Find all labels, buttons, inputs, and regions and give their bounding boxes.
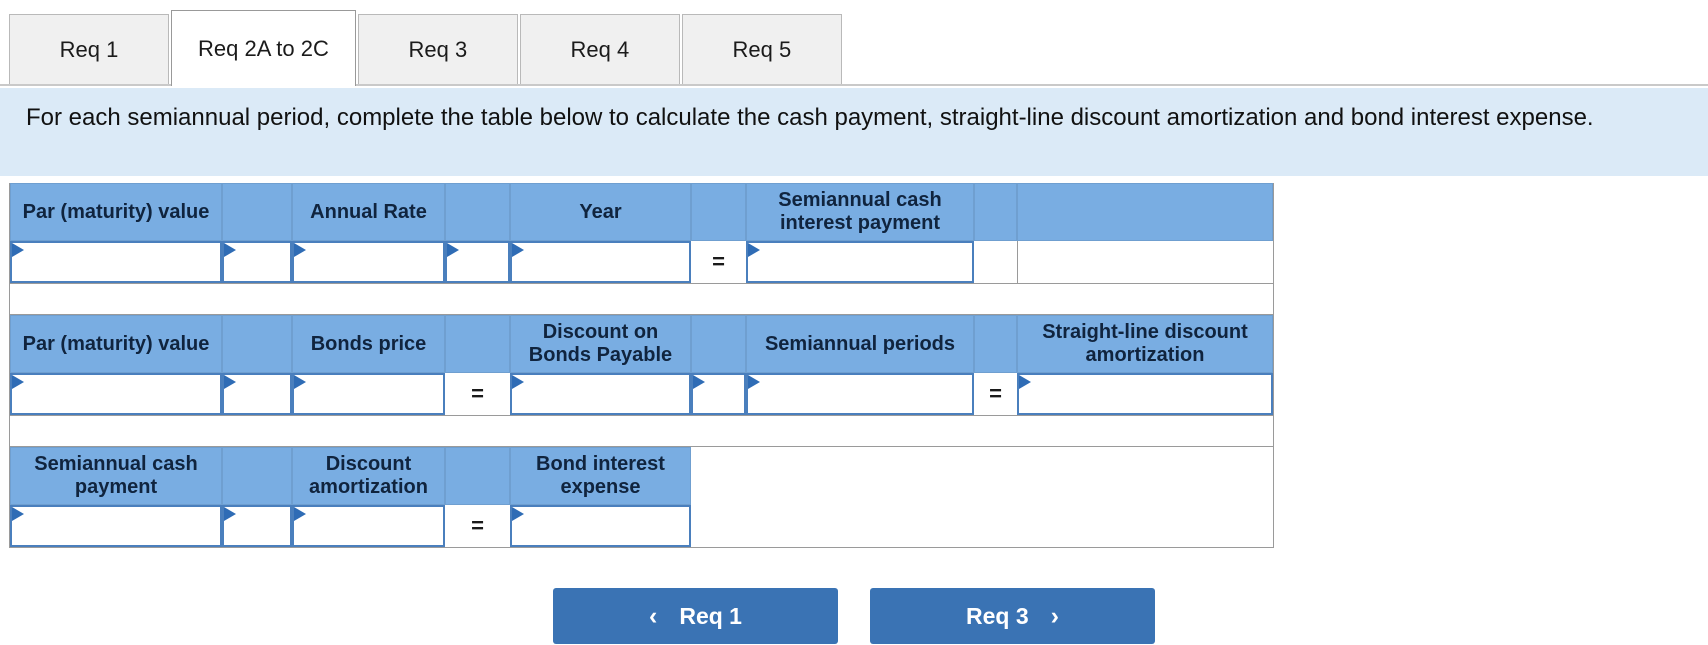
table1-input-row: = bbox=[10, 241, 1273, 283]
tab-req-1[interactable]: Req 1 bbox=[9, 14, 169, 84]
next-button-label: Req 3 bbox=[966, 602, 1029, 629]
input-par-maturity-value-2[interactable] bbox=[10, 373, 222, 415]
header-discount-on-bonds-payable: Discount on Bonds Payable bbox=[510, 315, 691, 373]
input-operator-4[interactable] bbox=[691, 373, 746, 415]
input-straight-line-discount-amortization[interactable] bbox=[1017, 373, 1273, 415]
equals-sign-4: = bbox=[445, 505, 510, 547]
tab-label: Req 3 bbox=[408, 36, 468, 62]
header-par-maturity-value: Par (maturity) value bbox=[10, 183, 222, 241]
input-annual-rate[interactable] bbox=[292, 241, 445, 283]
table1-blank-cell-2 bbox=[1017, 241, 1273, 283]
instruction-banner: For each semiannual period, complete the… bbox=[0, 88, 1708, 176]
table3-header-row: Semiannual cash payment Discount amortiz… bbox=[10, 447, 1273, 505]
navigation-bar: ‹ Req 1 Req 3 › bbox=[0, 588, 1708, 644]
input-semiannual-cash-interest-payment[interactable] bbox=[746, 241, 974, 283]
input-bonds-price[interactable] bbox=[292, 373, 445, 415]
input-year[interactable] bbox=[510, 241, 691, 283]
header-spacer-5 bbox=[1017, 183, 1273, 241]
table1-blank-cell-1 bbox=[974, 241, 1017, 283]
input-operator-1[interactable] bbox=[222, 241, 292, 283]
input-discount-amortization[interactable] bbox=[292, 505, 445, 547]
header-year: Year bbox=[510, 183, 691, 241]
tab-req-2a-to-2c[interactable]: Req 2A to 2C bbox=[171, 10, 356, 86]
tab-label: Req 2A to 2C bbox=[198, 35, 329, 61]
tab-req-5[interactable]: Req 5 bbox=[681, 14, 842, 84]
header-spacer-2 bbox=[445, 183, 510, 241]
header-discount-amortization: Discount amortization bbox=[292, 447, 445, 505]
header-spacer-6 bbox=[222, 315, 292, 373]
equals-sign-2: = bbox=[445, 373, 510, 415]
tab-req-4[interactable]: Req 4 bbox=[519, 14, 680, 84]
header-annual-rate: Annual Rate bbox=[292, 183, 445, 241]
tab-label: Req 5 bbox=[732, 36, 792, 62]
input-bond-interest-expense[interactable] bbox=[510, 505, 691, 547]
table3-header-blank bbox=[691, 447, 1273, 505]
header-semiannual-cash-interest-payment: Semiannual cash interest payment bbox=[746, 183, 974, 241]
header-spacer-1 bbox=[222, 183, 292, 241]
table2-input-row: = = bbox=[10, 373, 1273, 415]
worksheet-tables: Par (maturity) value Annual Rate Year Se… bbox=[9, 183, 1274, 548]
header-bonds-price: Bonds price bbox=[292, 315, 445, 373]
tab-req-3[interactable]: Req 3 bbox=[357, 14, 518, 84]
tab-label: Req 1 bbox=[59, 36, 119, 62]
header-semiannual-cash-payment: Semiannual cash payment bbox=[10, 447, 222, 505]
input-semiannual-periods[interactable] bbox=[746, 373, 974, 415]
chevron-left-icon: ‹ bbox=[649, 601, 658, 630]
requirement-tabs: Req 1 Req 2A to 2C Req 3 Req 4 Req 5 bbox=[0, 8, 1708, 86]
table2-header-row: Par (maturity) value Bonds price Discoun… bbox=[10, 315, 1273, 373]
prev-button-label: Req 1 bbox=[679, 602, 742, 629]
header-spacer-9 bbox=[974, 315, 1017, 373]
table3-input-row: = bbox=[10, 505, 1273, 547]
instruction-text: For each semiannual period, complete the… bbox=[26, 104, 1594, 131]
equals-sign-1: = bbox=[691, 241, 746, 283]
input-par-maturity-value[interactable] bbox=[10, 241, 222, 283]
header-spacer-3 bbox=[691, 183, 746, 241]
header-straight-line-discount-amortization: Straight-line discount amortization bbox=[1017, 315, 1273, 373]
prev-requirement-button[interactable]: ‹ Req 1 bbox=[553, 588, 838, 644]
table2-table3-spacer bbox=[10, 415, 1273, 447]
table1-table2-spacer bbox=[10, 283, 1273, 315]
input-operator-5[interactable] bbox=[222, 505, 292, 547]
tab-label: Req 4 bbox=[570, 36, 630, 62]
header-bond-interest-expense: Bond interest expense bbox=[510, 447, 691, 505]
header-spacer-10 bbox=[222, 447, 292, 505]
header-semiannual-periods: Semiannual periods bbox=[746, 315, 974, 373]
input-operator-3[interactable] bbox=[222, 373, 292, 415]
header-spacer-4 bbox=[974, 183, 1017, 241]
table1-header-row: Par (maturity) value Annual Rate Year Se… bbox=[10, 183, 1273, 241]
header-spacer-7 bbox=[445, 315, 510, 373]
table3-input-blank bbox=[691, 505, 1273, 547]
header-spacer-11 bbox=[445, 447, 510, 505]
input-operator-2[interactable] bbox=[445, 241, 510, 283]
next-requirement-button[interactable]: Req 3 › bbox=[870, 588, 1155, 644]
equals-sign-3: = bbox=[974, 373, 1017, 415]
input-discount-on-bonds-payable[interactable] bbox=[510, 373, 691, 415]
input-semiannual-cash-payment[interactable] bbox=[10, 505, 222, 547]
header-spacer-8 bbox=[691, 315, 746, 373]
chevron-right-icon: › bbox=[1050, 601, 1059, 630]
header-par-maturity-value-2: Par (maturity) value bbox=[10, 315, 222, 373]
